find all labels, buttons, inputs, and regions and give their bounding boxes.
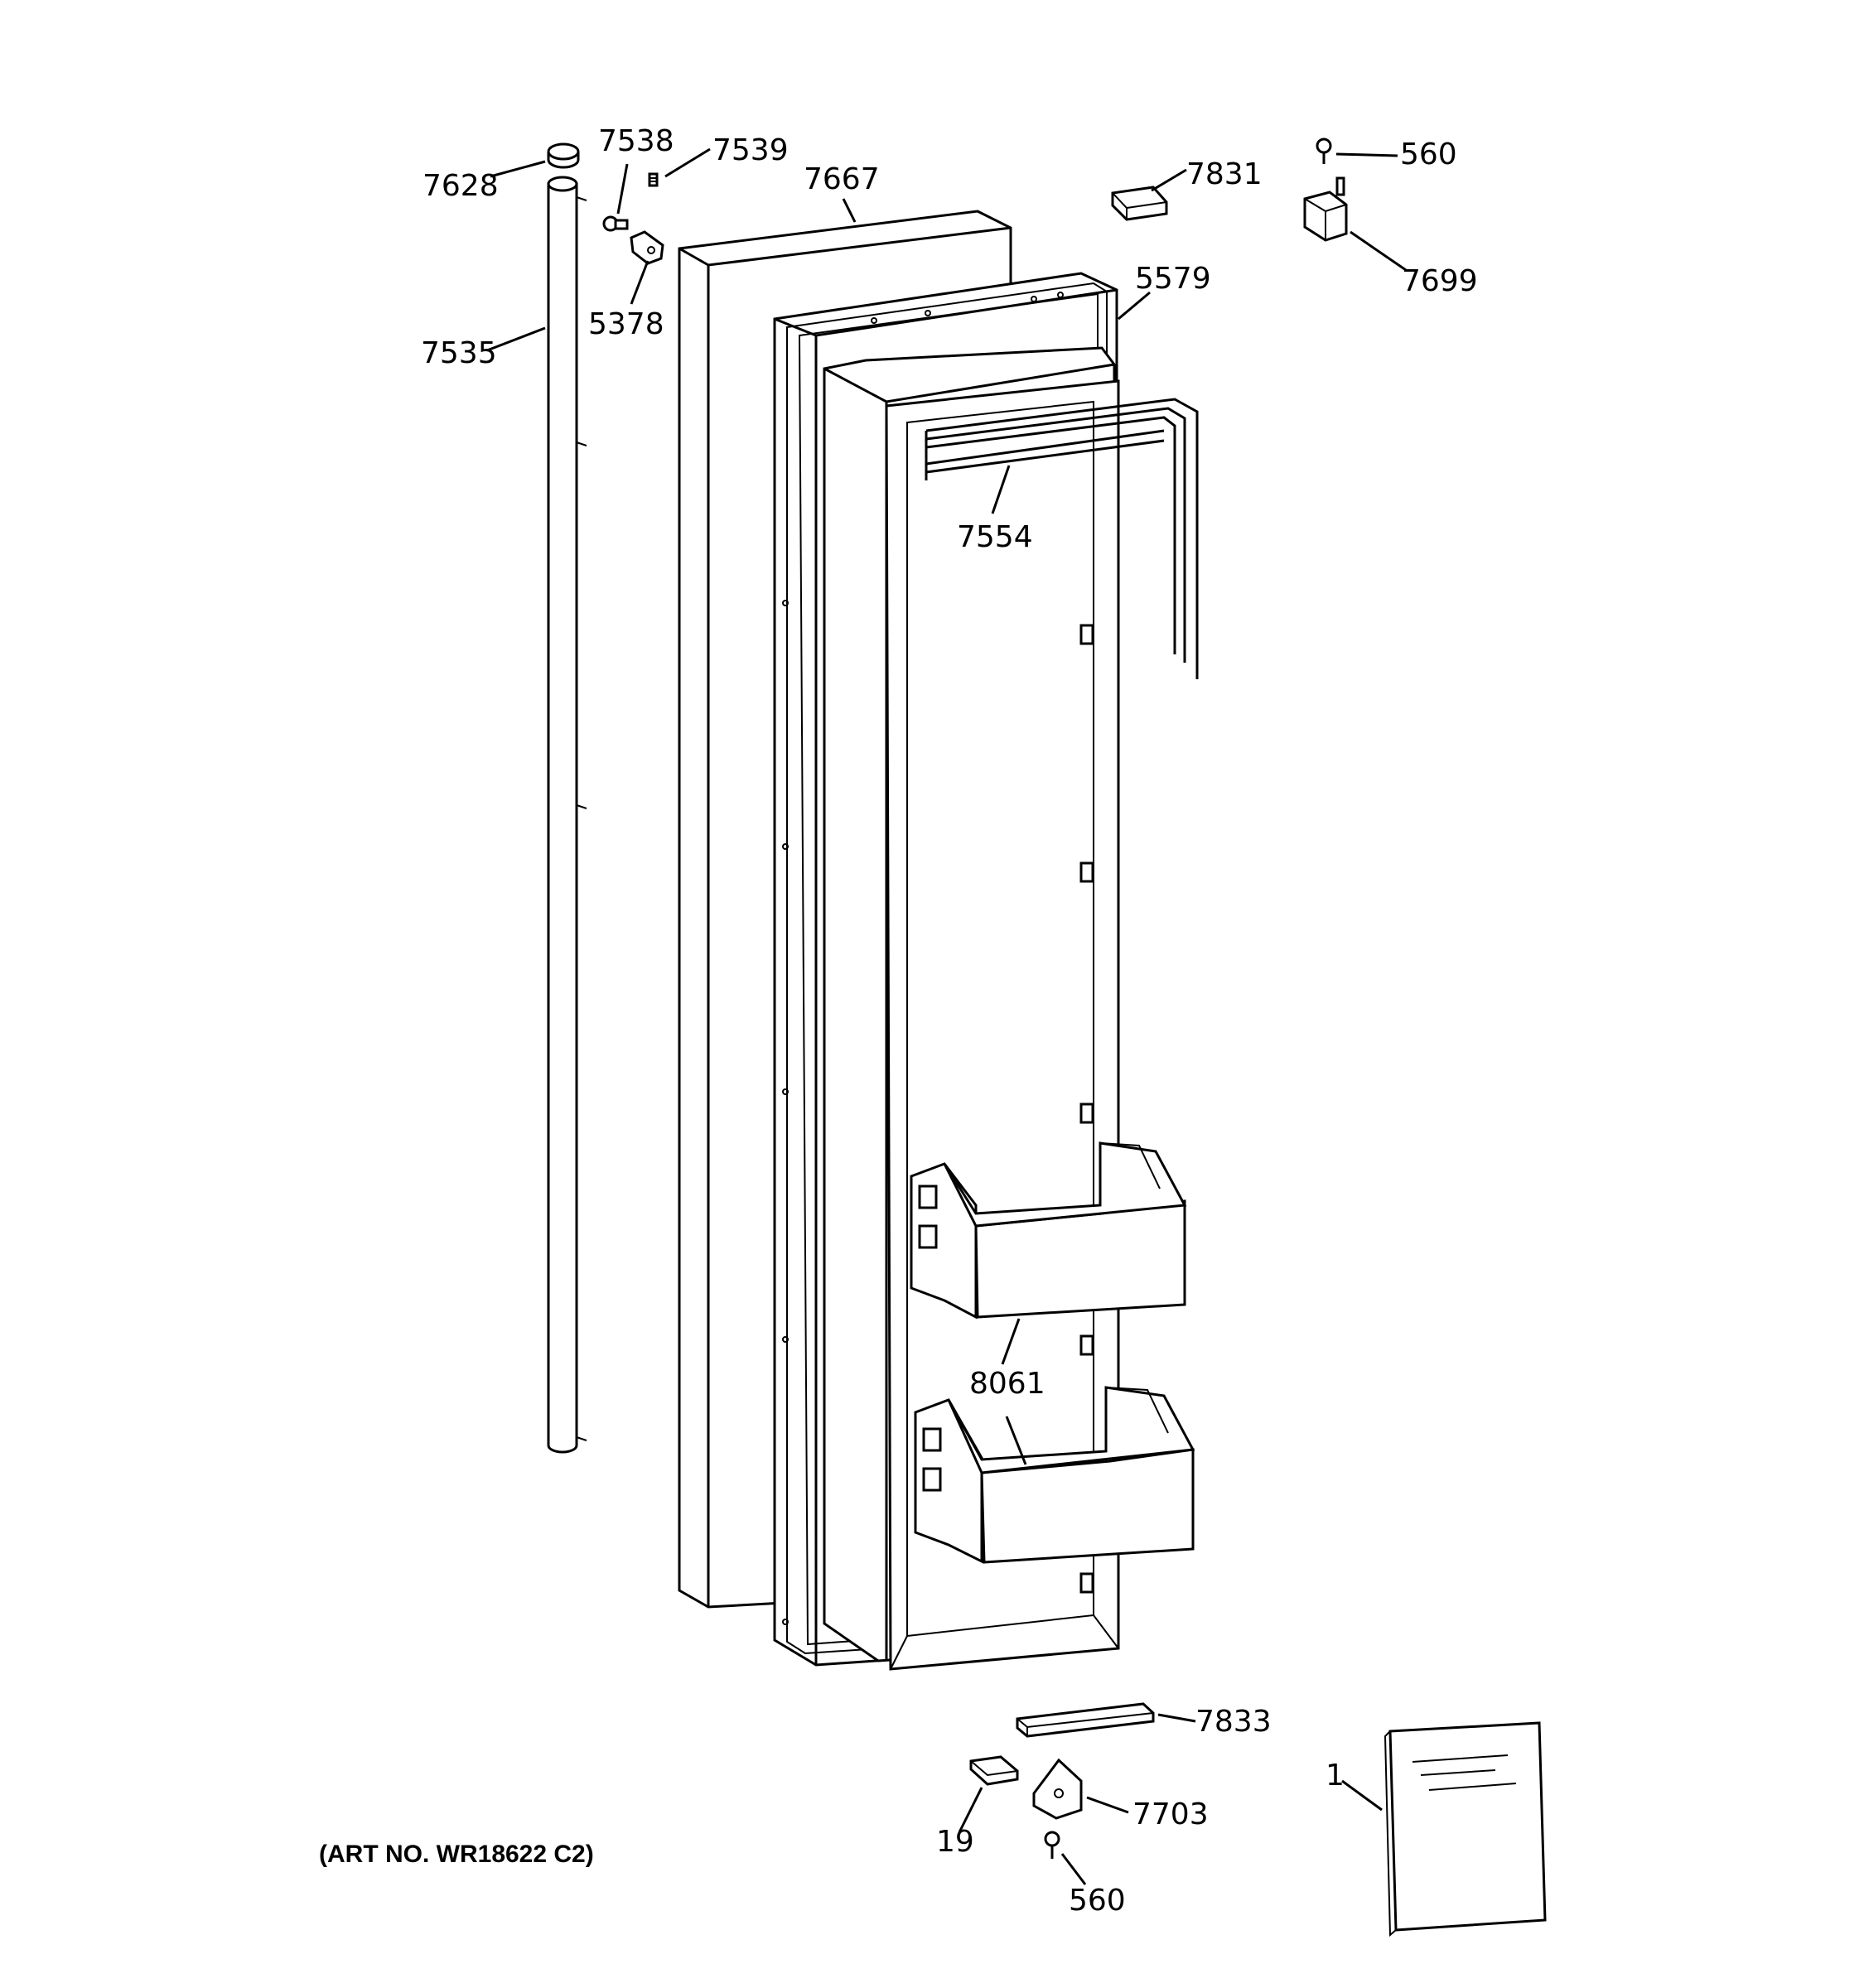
label-8061: 8061 [969, 1367, 1045, 1401]
label-7535: 7535 [421, 336, 497, 370]
label-7628: 7628 [423, 169, 499, 203]
shim-19 [969, 1755, 1019, 1786]
art-number: (ART NO. WR18622 C2) [319, 1841, 594, 1868]
label-7831: 7831 [1186, 157, 1263, 191]
label-7667: 7667 [804, 162, 880, 196]
door-bin-upper [910, 1141, 1187, 1320]
label-7538: 7538 [598, 124, 674, 158]
label-7699: 7699 [1402, 264, 1478, 298]
label-19: 19 [936, 1825, 974, 1859]
label-7703: 7703 [1132, 1797, 1209, 1831]
label-7539: 7539 [712, 133, 789, 167]
label-7833: 7833 [1195, 1705, 1272, 1739]
door-bin-lower [914, 1386, 1195, 1564]
bracket-5378 [630, 230, 664, 265]
inner-liner [823, 346, 1120, 1671]
hinge-shim-7831 [1111, 186, 1168, 221]
leader-lines [486, 147, 1407, 1885]
hinge-cover-7833 [1016, 1702, 1155, 1738]
hinge-pin-tube [547, 176, 587, 1454]
label-560-top: 560 [1400, 138, 1457, 171]
owners-manual [1384, 1721, 1547, 1937]
part-labels: 7628 7538 7539 7667 7831 560 5579 7699 5… [421, 124, 1478, 1918]
tube-cap [547, 142, 580, 169]
spring-7539 [648, 172, 659, 187]
door-gasket [925, 398, 1199, 679]
top-hinge-7699 [1303, 176, 1348, 242]
label-7554: 7554 [957, 520, 1033, 554]
bottom-hinge-7703 [1032, 1758, 1083, 1820]
screw-560-bottom [1044, 1831, 1060, 1859]
label-1: 1 [1326, 1759, 1345, 1793]
screw-7538 [602, 215, 629, 232]
label-5378: 5378 [588, 307, 664, 341]
label-5579: 5579 [1135, 262, 1211, 296]
screw-560-top [1316, 138, 1332, 164]
label-560-bottom: 560 [1069, 1884, 1126, 1918]
